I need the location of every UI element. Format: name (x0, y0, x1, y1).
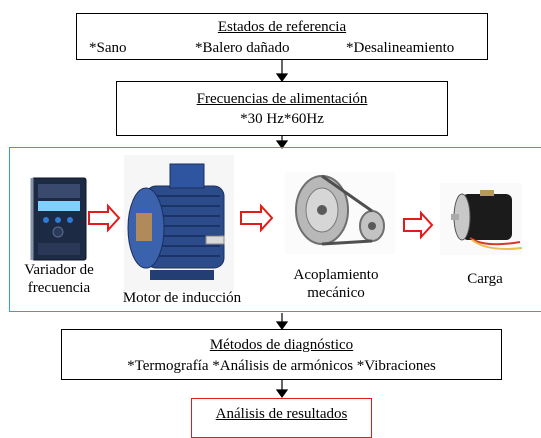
results-analysis-title: Análisis de resultados (215, 406, 348, 422)
reference-states-title: Estados de referencia (217, 19, 347, 35)
arrow-motor-to-coupling (240, 203, 274, 233)
supply-frequencies-title: Frecuencias de alimentación (196, 91, 368, 107)
load-motor-icon (440, 183, 523, 255)
load-label: Carga (467, 271, 503, 287)
mechanical-coupling-icon (285, 172, 395, 254)
induction-motor-icon (124, 155, 234, 291)
state-damaged-bearing: *Balero dañado (195, 40, 290, 56)
state-misalignment: *Desalineamiento (346, 40, 455, 56)
arrow-coupling-to-load (403, 210, 434, 240)
state-healthy: *Sano (89, 40, 127, 56)
diagnostic-methods-items: *Termografía *Análisis de armónicos *Vib… (127, 358, 436, 374)
diagnostic-methods-title: Métodos de diagnóstico (209, 337, 354, 353)
diagnostic-methods-box: Métodos de diagnóstico *Termografía *Aná… (61, 329, 502, 380)
experimental-setup-frame (9, 147, 541, 312)
supply-frequencies-values: *30 Hz*60Hz (240, 111, 324, 127)
red-flow-arrows (88, 203, 434, 240)
setup-illustrations (30, 155, 523, 291)
flow-connectors (275, 60, 289, 399)
results-analysis-box: Análisis de resultados (191, 398, 372, 438)
frequency-drive-icon (30, 177, 87, 261)
supply-frequencies-box: Frecuencias de alimentación *30 Hz*60Hz (116, 81, 448, 136)
mechanical-coupling-label: Acoplamiento mecánico (293, 267, 379, 301)
frequency-drive-label: Variador de frecuencia (24, 262, 94, 296)
arrow-drive-to-motor (88, 203, 121, 233)
induction-motor-label: Motor de inducción (122, 290, 242, 306)
reference-states-box: Estados de referencia *Sano *Balero daña… (76, 13, 488, 60)
